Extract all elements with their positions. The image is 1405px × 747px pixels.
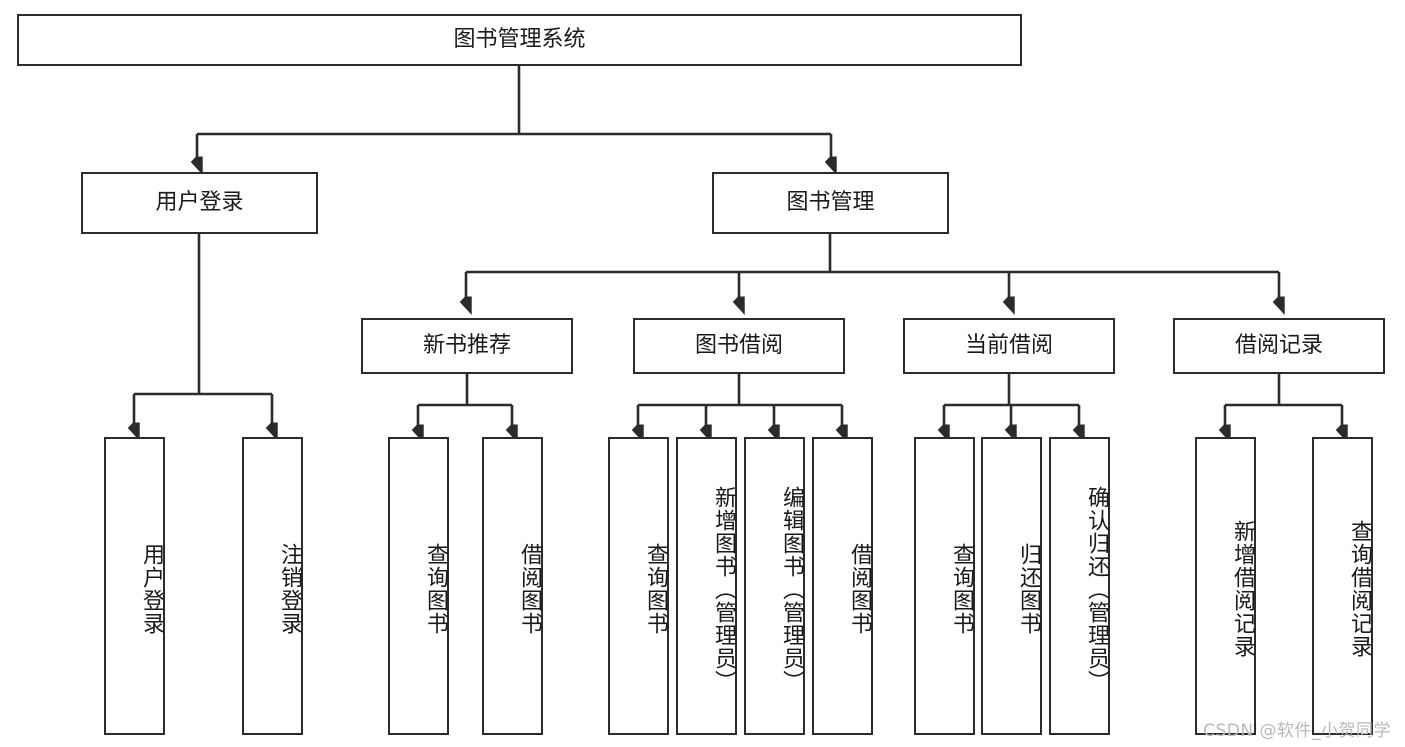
leaf-record-add-label: 新增借阅记录 [1230, 520, 1255, 658]
leaf-current-confirm-return[interactable]: 确认归还（管理员） [1049, 437, 1110, 735]
node-borrow-record[interactable]: 借阅记录 [1173, 318, 1385, 374]
leaf-record-add[interactable]: 新增借阅记录 [1195, 437, 1256, 735]
watermark-text: CSDN @软件_小贺同学 [1203, 721, 1391, 741]
node-user-login-label: 用户登录 [155, 190, 244, 216]
leaf-borrow-query-book-label: 查询图书 [643, 543, 668, 635]
leaf-borrow-borrow-book-label: 借阅图书 [847, 543, 872, 635]
leaf-borrow-borrow-book[interactable]: 借阅图书 [812, 437, 873, 735]
node-book-borrow-label: 图书借阅 [694, 333, 783, 359]
node-book-management[interactable]: 图书管理 [712, 172, 949, 234]
leaf-record-query-label: 查询借阅记录 [1347, 520, 1372, 658]
node-user-login[interactable]: 用户登录 [81, 172, 318, 234]
leaf-borrow-edit-book-label: 编辑图书（管理员） [779, 485, 804, 693]
leaf-borrow-query-book[interactable]: 查询图书 [608, 437, 669, 735]
node-new-book-recommend[interactable]: 新书推荐 [361, 318, 573, 374]
leaf-record-query[interactable]: 查询借阅记录 [1312, 437, 1373, 735]
node-root[interactable]: 图书管理系统 [17, 14, 1022, 66]
node-book-management-label: 图书管理 [786, 190, 875, 216]
node-current-borrow[interactable]: 当前借阅 [903, 318, 1115, 374]
leaf-recommend-query-book[interactable]: 查询图书 [388, 437, 449, 735]
leaf-current-return-book-label: 归还图书 [1016, 543, 1041, 635]
leaf-current-confirm-return-label: 确认归还（管理员） [1084, 485, 1109, 693]
leaf-user-login-signout-label: 注销登录 [277, 543, 302, 635]
leaf-recommend-borrow-book[interactable]: 借阅图书 [482, 437, 543, 735]
leaf-recommend-borrow-book-label: 借阅图书 [517, 543, 542, 635]
leaf-current-query-book[interactable]: 查询图书 [914, 437, 975, 735]
leaf-current-query-book-label: 查询图书 [949, 543, 974, 635]
leaf-user-login-signin-label: 用户登录 [139, 543, 164, 635]
leaf-user-login-signin[interactable]: 用户登录 [104, 437, 165, 735]
leaf-borrow-edit-book[interactable]: 编辑图书（管理员） [744, 437, 805, 735]
leaf-user-login-signout[interactable]: 注销登录 [242, 437, 303, 735]
leaf-recommend-query-book-label: 查询图书 [423, 543, 448, 635]
node-borrow-record-label: 借阅记录 [1234, 333, 1323, 359]
node-current-borrow-label: 当前借阅 [964, 333, 1053, 359]
node-book-borrow[interactable]: 图书借阅 [633, 318, 845, 374]
leaf-current-return-book[interactable]: 归还图书 [981, 437, 1042, 735]
node-root-label: 图书管理系统 [453, 27, 586, 53]
node-new-book-recommend-label: 新书推荐 [422, 333, 511, 359]
leaf-borrow-add-book[interactable]: 新增图书（管理员） [676, 437, 737, 735]
leaf-borrow-add-book-label: 新增图书（管理员） [711, 485, 736, 693]
